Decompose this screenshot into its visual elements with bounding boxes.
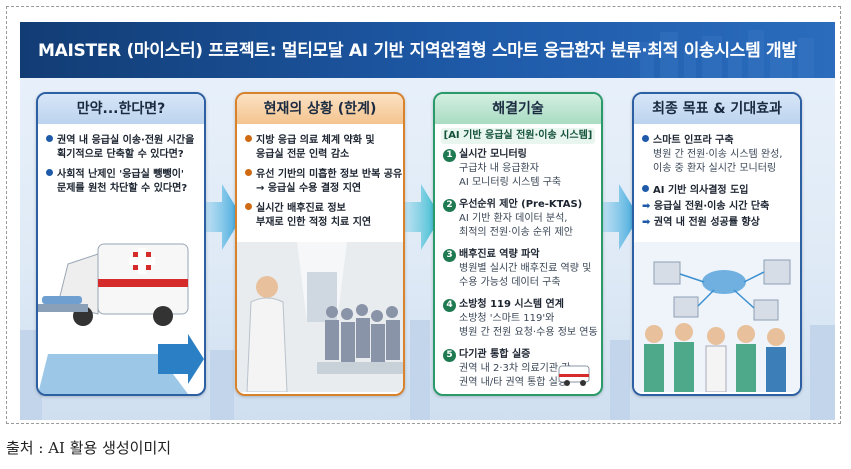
number-badge: 5 (443, 349, 456, 362)
arrow-right-icon: ➡ (642, 201, 651, 212)
project-poster: MAISTER (마이스터) 프로젝트: 멀티모달 AI 기반 지역완결형 스마… (20, 22, 835, 420)
panel-final-goal: 최종 목표 & 기대효과 스마트 인프라 구축 병원 간 전원·이송 시스템 완… (632, 92, 802, 396)
goal-item: AI 기반 의사결정 도입 (642, 184, 749, 198)
small-ambulance-icon (558, 365, 590, 386)
panel-subtitle: [AI 기반 응급실 전원·이송 시스템] (441, 128, 595, 144)
arrow-right-icon (196, 184, 242, 250)
crowded-emergency-room-illustration (237, 242, 403, 392)
bullet-icon (245, 203, 252, 210)
panel-title: 최종 목표 & 기대효과 (634, 94, 800, 124)
panel-item: 실시간 배후진료 정보 부재로 인한 적정 치료 지연 (245, 202, 371, 230)
bullet-icon (642, 185, 649, 192)
arrow-right-icon (593, 184, 639, 250)
panel-title: 현재의 상황 (한계) (237, 94, 403, 124)
effect-item: ➡ 권역 내 전원 성공률 향상 (642, 217, 760, 228)
panel-title: 해결기술 (435, 94, 601, 124)
number-badge: 1 (443, 149, 456, 162)
image-source-caption: 출처 : AI 활용 생성이미지 (6, 439, 172, 457)
panel-item: 유선 기반의 미흡한 정보 반복 공유 → 응급실 수용 결정 지연 (245, 168, 402, 196)
panel-item: 지방 응급 의료 체계 약화 및 응급실 전문 인력 감소 (245, 134, 375, 162)
bullet-icon (642, 135, 649, 142)
dashed-frame (6, 6, 841, 424)
goal-item: 스마트 인프라 구축 병원 간 전원·이송 시스템 완성, 이송 중 환자 실시… (642, 134, 782, 176)
medical-team-network-illustration (634, 242, 800, 392)
panel-item: 사회적 난제인 '응급실 뺑뺑이' 문제를 원천 차단할 수 있다면? (46, 168, 187, 196)
number-badge: 2 (443, 199, 456, 212)
arrow-right-icon: ➡ (642, 217, 651, 228)
bullet-icon (245, 135, 252, 142)
ambulance-illustration (38, 243, 204, 394)
panel-current-situation: 현재의 상황 (한계) 지방 응급 의료 체계 약화 및 응급실 전문 인력 감… (235, 92, 405, 396)
bullet-icon (46, 169, 53, 176)
arrow-right-icon (395, 184, 441, 250)
panel-title: 만약...한다면? (38, 94, 204, 124)
panel-item: 권역 내 응급실 이송·전원 시간을 획기적으로 단축할 수 있다면? (46, 134, 194, 162)
city-skyline-background (20, 320, 835, 420)
panel-what-if: 만약...한다면? 권역 내 응급실 이송·전원 시간을 획기적으로 단축할 수… (36, 92, 206, 396)
bullet-icon (46, 135, 53, 142)
effect-item: ➡ 응급실 전원·이송 시간 단축 (642, 201, 770, 212)
number-badge: 4 (443, 299, 456, 312)
number-badge: 3 (443, 249, 456, 262)
title-banner: MAISTER (마이스터) 프로젝트: 멀티모달 AI 기반 지역완결형 스마… (20, 22, 835, 78)
banner-skyline-decoration (640, 30, 814, 78)
bullet-icon (245, 169, 252, 176)
poster-title: MAISTER (마이스터) 프로젝트: 멀티모달 AI 기반 지역완결형 스마… (38, 41, 797, 61)
